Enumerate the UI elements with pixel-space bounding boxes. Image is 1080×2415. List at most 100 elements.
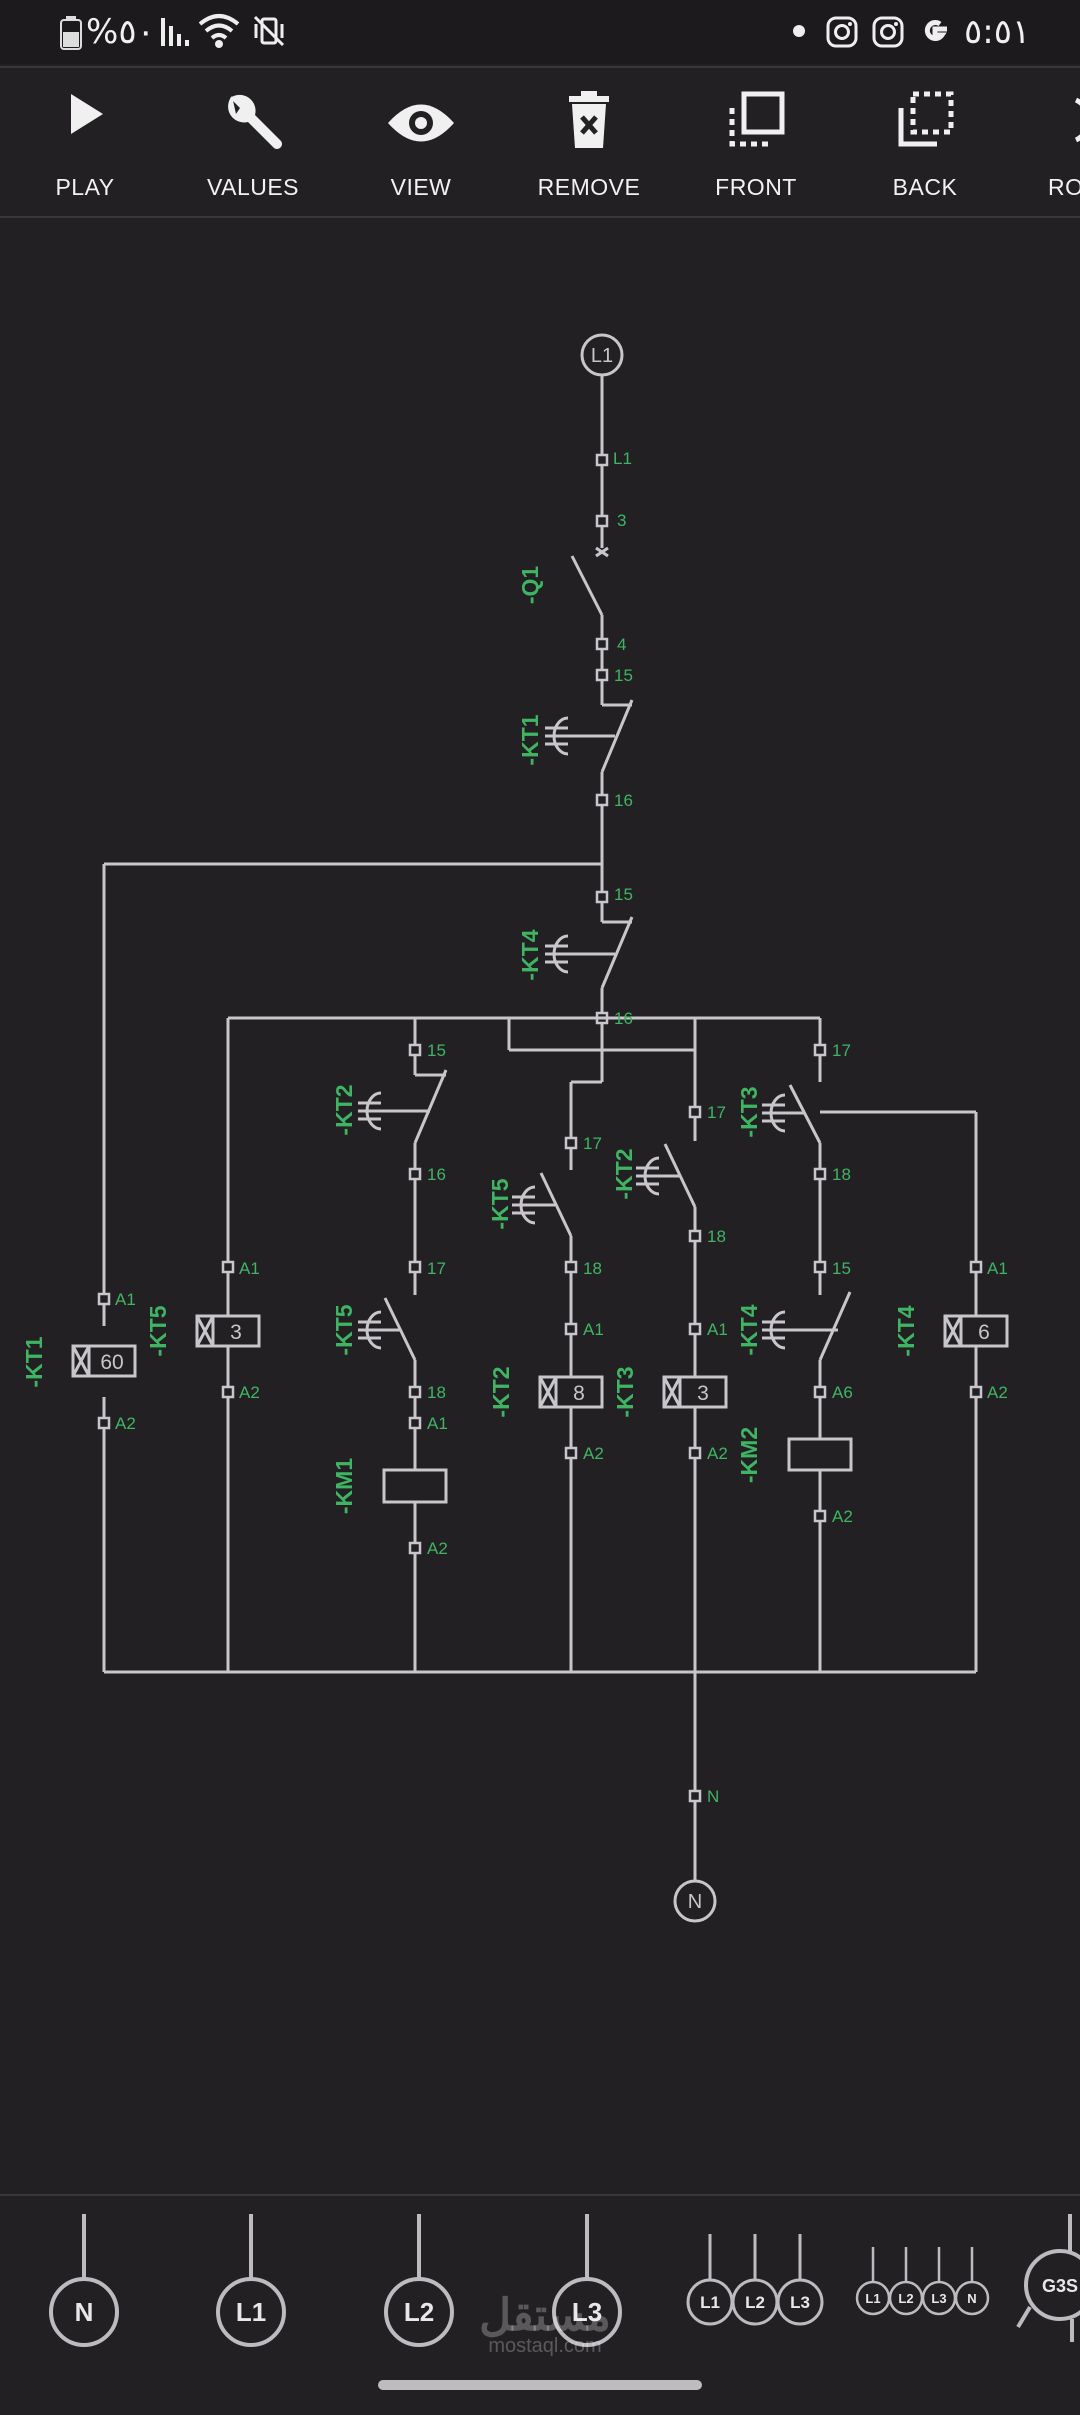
terminal-label: 17 [427, 1259, 446, 1278]
instagram-icon [826, 16, 858, 48]
terminal-label: A2 [115, 1414, 136, 1433]
diagram-canvas[interactable]: L1 N 60 3 8 3 6 L1 3 4 15 16 15 16 15 16… [0, 216, 1080, 2192]
palette-four-wire-l1: L1 [865, 2291, 880, 2306]
notification-dot-icon [793, 25, 805, 37]
palette-l1[interactable] [216, 2214, 286, 2347]
watermark-arabic: مستقل [479, 2291, 611, 2340]
terminal-label: 16 [427, 1165, 446, 1184]
terminal-label: 4 [617, 635, 626, 654]
palette-n[interactable] [49, 2214, 119, 2347]
terminal-label: A1 [239, 1259, 260, 1278]
battery-percent: %٥٠ [86, 12, 155, 52]
kt2-coil-label: -KT2 [488, 1366, 514, 1417]
palette-l3[interactable] [552, 2214, 622, 2347]
km2-coil-label: -KM2 [736, 1427, 762, 1483]
terminal-label: A2 [832, 1507, 853, 1526]
play-icon [71, 94, 103, 134]
remove-button[interactable]: REMOVE [524, 68, 654, 216]
terminal-label: 17 [832, 1041, 851, 1060]
kt1-coil-label: -KT1 [21, 1336, 47, 1387]
remove-label: REMOVE [537, 174, 641, 200]
terminal-label: A2 [987, 1383, 1008, 1402]
terminal-label: 15 [614, 666, 633, 685]
delete-icon [569, 91, 609, 148]
terminal-label: A2 [583, 1444, 604, 1463]
terminal-label: L1 [613, 449, 632, 468]
component-palette: N L1 L2 L3 L1 L2 L3 L1 L2 L3 N G3S [0, 2194, 1080, 2410]
terminal-label: A2 [707, 1444, 728, 1463]
palette-l2[interactable] [384, 2214, 454, 2347]
terminal-label: 3 [617, 511, 626, 530]
kt1-timer-value: 60 [100, 1351, 123, 1374]
km1-coil-label: -KM1 [331, 1458, 357, 1514]
palette-four-wire-n: N [967, 2291, 976, 2306]
palette-four-wire-l3: L3 [931, 2291, 946, 2306]
terminal-label: 17 [583, 1134, 602, 1153]
back-label: BACK [892, 174, 958, 200]
terminal-label: N [707, 1787, 719, 1806]
status-bar: %٥٠ ٥:٥١ [0, 0, 1080, 64]
terminal-label: A2 [239, 1383, 260, 1402]
terminal-label: 18 [427, 1383, 446, 1402]
ladder-diagram: L1 N 60 3 8 3 6 L1 3 4 15 16 15 16 15 16… [21, 333, 1009, 1923]
kt2-timer-value: 8 [573, 1382, 585, 1405]
terminal-label: A1 [115, 1290, 136, 1309]
kt1-contact-label: -KT1 [517, 714, 543, 765]
view-button[interactable]: VIEW [356, 68, 486, 216]
values-button[interactable]: VALUES [188, 68, 318, 216]
watermark-latin: mostaql.com [488, 2335, 602, 2357]
kt4-contact-label: -KT4 [736, 1304, 762, 1355]
vibrate-mute-icon [253, 15, 285, 47]
terminal-label: 16 [614, 1009, 633, 1028]
kt3-timer-value: 3 [697, 1382, 709, 1405]
supply-l1-label: L1 [591, 345, 613, 367]
kt4-timer-value: 6 [978, 1321, 990, 1344]
rotate-icon [1074, 97, 1080, 143]
toolbar: PLAY VALUES VIEW REMOVE FRONT [0, 66, 1080, 218]
palette-generator[interactable] [1016, 2214, 1080, 2342]
palette-generator-label: G3S [1042, 2276, 1078, 2296]
terminal-label: A6 [832, 1383, 853, 1402]
google-icon [924, 20, 947, 41]
send-back-icon [898, 91, 954, 147]
wifi-icon [198, 14, 240, 48]
kt3-contact-label: -KT3 [736, 1086, 762, 1137]
kt5-coil-label: -KT5 [145, 1305, 171, 1356]
kt3-coil-label: -KT3 [612, 1366, 638, 1417]
terminal-label: 17 [707, 1103, 726, 1122]
kt4-contact-label: -KT4 [517, 929, 543, 980]
palette-four-wire-l2: L2 [898, 2291, 913, 2306]
kt5-timer-value: 3 [230, 1321, 242, 1344]
terminal-label: A1 [427, 1414, 448, 1433]
palette-l1-label: L1 [236, 2297, 266, 2327]
palette-three-phase-l2: L2 [745, 2293, 765, 2312]
palette-n-label: N [75, 2297, 94, 2327]
eye-icon [388, 104, 454, 142]
terminal-label: 15 [427, 1041, 446, 1060]
back-button[interactable]: BACK [860, 68, 990, 216]
wrench-icon [228, 94, 282, 149]
gesture-nav-bar[interactable] [378, 2380, 702, 2390]
kt2-contact-label: -KT2 [331, 1084, 357, 1135]
signal-icon [161, 18, 189, 46]
terminal-label: 16 [614, 791, 633, 810]
palette-four-wire[interactable] [855, 2247, 990, 2316]
terminal-label: 15 [832, 1259, 851, 1278]
play-label: PLAY [55, 174, 115, 200]
terminal-label: A1 [987, 1259, 1008, 1278]
kt4-coil-label: -KT4 [893, 1305, 919, 1356]
terminal-label: A2 [427, 1539, 448, 1558]
rotate-button[interactable]: RO [1030, 68, 1080, 216]
terminal-label: A1 [707, 1320, 728, 1339]
play-button[interactable]: PLAY [20, 68, 150, 216]
bring-front-icon [729, 91, 785, 147]
terminal-label: 18 [707, 1227, 726, 1246]
battery-icon [60, 16, 82, 50]
rotate-label: RO [1048, 174, 1080, 200]
values-label: VALUES [206, 174, 300, 200]
watermark: مستقل mostaql.com [470, 2290, 620, 2358]
front-button[interactable]: FRONT [691, 68, 821, 216]
kt5-contact-label: -KT5 [331, 1304, 357, 1355]
palette-three-phase[interactable] [686, 2234, 824, 2326]
palette-l2-label: L2 [404, 2297, 434, 2327]
